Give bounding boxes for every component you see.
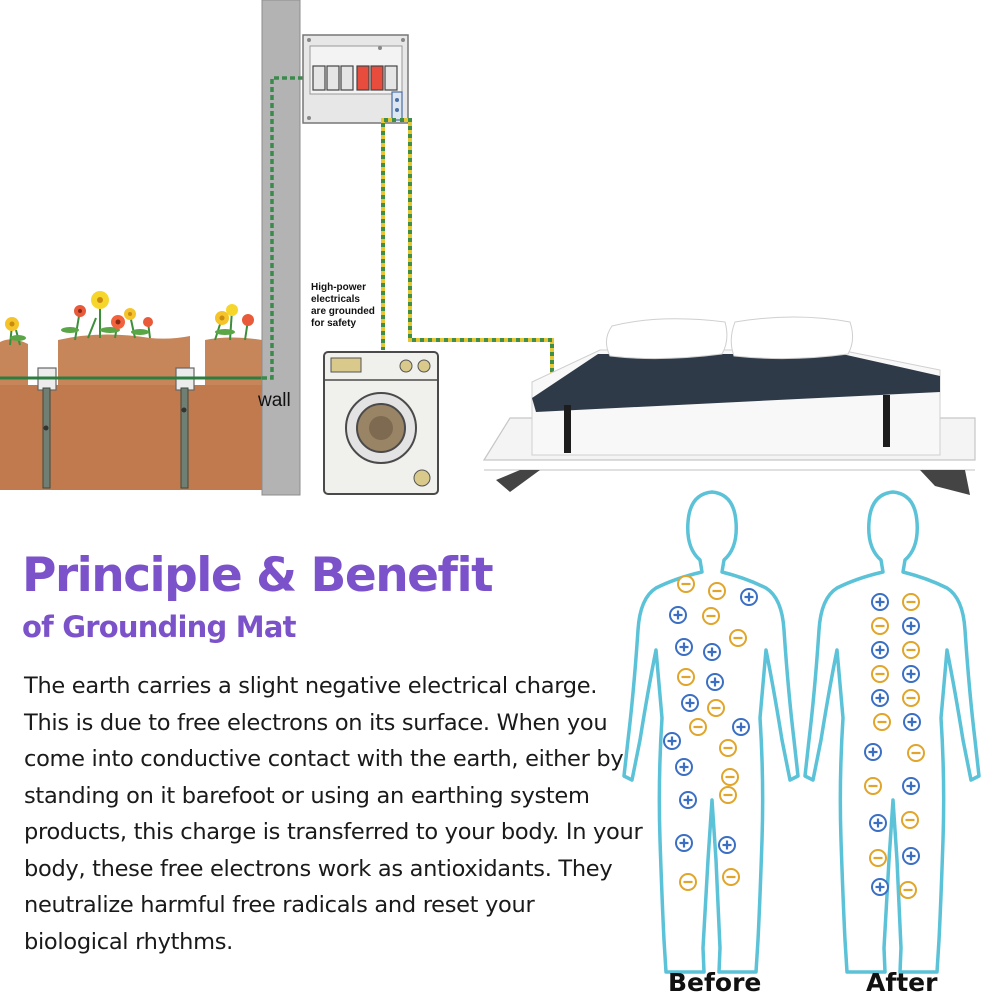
before-label: Before bbox=[668, 968, 762, 997]
negative-charge-icon bbox=[864, 777, 882, 795]
negative-charge-icon bbox=[689, 718, 707, 736]
page-title: Principle & Benefit bbox=[22, 548, 494, 603]
negative-charge-icon bbox=[679, 873, 697, 891]
ground-wire bbox=[262, 76, 305, 380]
positive-charge-icon bbox=[706, 673, 724, 691]
negative-charge-icon bbox=[719, 786, 737, 804]
positive-charge-icon bbox=[903, 713, 921, 731]
positive-charge-icon bbox=[740, 588, 758, 606]
negative-charge-icon bbox=[729, 629, 747, 647]
negative-charge-icon bbox=[871, 665, 889, 683]
negative-charge-icon bbox=[901, 811, 919, 829]
appliance-note: High-power electricals are grounded for … bbox=[311, 282, 375, 329]
house-wall bbox=[261, 0, 301, 496]
positive-charge-icon bbox=[869, 814, 887, 832]
negative-charge-icon bbox=[707, 699, 725, 717]
negative-charge-icon bbox=[873, 713, 891, 731]
positive-charge-icon bbox=[663, 732, 681, 750]
positive-charge-icon bbox=[675, 638, 693, 656]
positive-charge-icon bbox=[675, 758, 693, 776]
wall-label: wall bbox=[257, 390, 291, 411]
positive-charge-icon bbox=[675, 834, 693, 852]
negative-charge-icon bbox=[719, 739, 737, 757]
positive-charge-icon bbox=[669, 606, 687, 624]
negative-charge-icon bbox=[899, 881, 917, 899]
after-label: After bbox=[866, 968, 938, 997]
negative-charge-icon bbox=[677, 575, 695, 593]
positive-charge-icon bbox=[718, 836, 736, 854]
svg-text:are grounded: are grounded bbox=[311, 306, 375, 317]
washing-machine bbox=[323, 351, 439, 495]
negative-charge-icon bbox=[721, 768, 739, 786]
description-text: The earth carries a slight negative elec… bbox=[24, 673, 643, 955]
positive-charge-icon bbox=[703, 643, 721, 661]
body-figure-after bbox=[803, 490, 981, 974]
positive-charge-icon bbox=[864, 743, 882, 761]
negative-charge-icon bbox=[902, 641, 920, 659]
body-outline bbox=[622, 490, 800, 974]
positive-charge-icon bbox=[681, 694, 699, 712]
positive-charge-icon bbox=[871, 878, 889, 896]
earth-wires bbox=[381, 118, 554, 380]
negative-charge-icon bbox=[677, 668, 695, 686]
body-outline bbox=[803, 490, 981, 974]
negative-charge-icon bbox=[869, 849, 887, 867]
negative-charge-icon bbox=[708, 582, 726, 600]
grounding-mat bbox=[532, 354, 940, 412]
charge-markers bbox=[663, 575, 925, 899]
svg-text:electricals: electricals bbox=[311, 294, 360, 305]
positive-charge-icon bbox=[902, 617, 920, 635]
positive-charge-icon bbox=[871, 593, 889, 611]
negative-charge-icon bbox=[902, 689, 920, 707]
positive-charge-icon bbox=[902, 665, 920, 683]
negative-charge-icon bbox=[702, 607, 720, 625]
negative-charge-icon bbox=[722, 868, 740, 886]
negative-charge-icon bbox=[902, 593, 920, 611]
positive-charge-icon bbox=[902, 847, 920, 865]
ground-stakes bbox=[0, 367, 262, 489]
positive-charge-icon bbox=[871, 641, 889, 659]
positive-charge-icon bbox=[902, 777, 920, 795]
positive-charge-icon bbox=[732, 718, 750, 736]
soil-ground bbox=[0, 334, 262, 490]
positive-charge-icon bbox=[871, 689, 889, 707]
bed-with-grounding-mat bbox=[482, 316, 976, 495]
negative-charge-icon bbox=[871, 617, 889, 635]
breaker-panel bbox=[302, 34, 409, 124]
pillow-left bbox=[606, 318, 728, 360]
svg-text:for safety: for safety bbox=[311, 318, 356, 329]
positive-charge-icon bbox=[679, 791, 697, 809]
flowers bbox=[5, 291, 254, 346]
svg-text:High-power: High-power bbox=[311, 282, 366, 293]
pillow-right bbox=[730, 316, 854, 360]
page-subtitle: of Grounding Mat bbox=[22, 610, 296, 644]
negative-charge-icon bbox=[907, 744, 925, 762]
body-figure-before bbox=[622, 490, 800, 974]
